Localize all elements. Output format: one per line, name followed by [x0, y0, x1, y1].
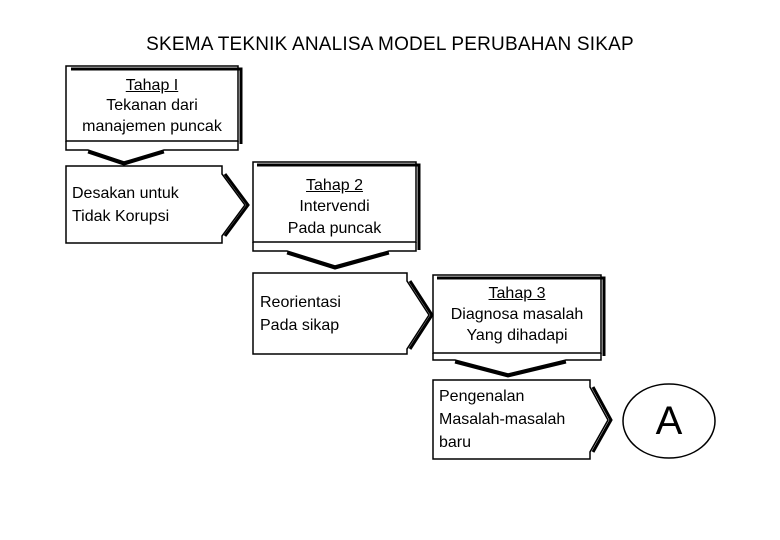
stage-1-line-1: Tekanan dari	[106, 97, 198, 114]
pressure-box	[65, 165, 250, 244]
stage-2-line-1: Intervendi	[299, 198, 370, 215]
stage-3-heading: Tahap 3	[488, 285, 546, 302]
recognition-box	[432, 379, 613, 460]
stage-2-heading: Tahap 2	[306, 177, 363, 194]
stage-3-line-2: Yang dihadapi	[466, 327, 568, 344]
connector-label: A	[655, 399, 683, 443]
stage-3-line-1: Diagnosa masalah	[450, 306, 584, 323]
reorientation-box	[252, 272, 434, 355]
pressure-line-2: Tidak Korupsi	[72, 208, 170, 225]
stage-2-line-2: Pada puncak	[287, 220, 382, 237]
stage-1-box	[65, 65, 243, 166]
recognition-line-1: Pengenalan	[439, 388, 525, 405]
stage-3-box	[432, 274, 606, 378]
recognition-line-2: Masalah-masalah	[439, 411, 566, 428]
connector-circle	[622, 383, 716, 459]
recognition-line-3: baru	[439, 434, 472, 451]
reorientation-line-1: Reorientasi	[260, 294, 341, 311]
diagram-title: SKEMA TEKNIK ANALISA MODEL PERUBAHAN SIK…	[146, 34, 634, 55]
reorientation-line-2: Pada sikap	[260, 317, 340, 334]
stage-1-heading: Tahap I	[125, 77, 179, 94]
pressure-line-1: Desakan untuk	[72, 185, 179, 202]
stage-1-line-2: manajemen puncak	[82, 118, 222, 135]
stage-2-box	[252, 161, 421, 270]
